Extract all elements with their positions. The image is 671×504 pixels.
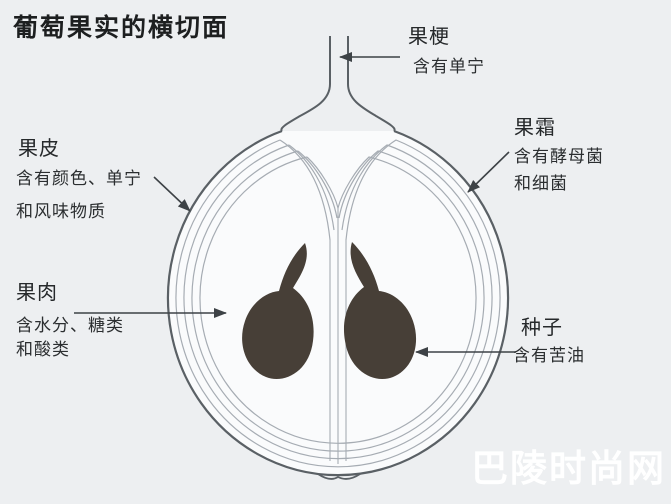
stem-label: 果梗 (408, 24, 450, 48)
central-channel-lines (329, 208, 347, 464)
inner-skin-layers (175, 139, 501, 468)
bottom-suture-bump (317, 473, 361, 480)
bloom-description-line2: 和细菌 (514, 174, 568, 194)
skin-arrow (153, 176, 191, 212)
bloom-description-line1: 含有酵母菌 (514, 147, 604, 167)
skin-label: 果皮 (18, 136, 60, 160)
page-title: 葡萄果实的横切面 (13, 13, 230, 42)
site-watermark: 巴陵时尚网 (471, 447, 666, 490)
flesh-description-line2: 和酸类 (16, 340, 70, 360)
skin-description-line1: 含有颜色、单宁 (16, 169, 142, 189)
right-seed-shape (343, 242, 417, 380)
flesh-label: 果肉 (16, 280, 58, 304)
outer-skin-line (166, 129, 510, 477)
bloom-label: 果霜 (514, 115, 556, 139)
bloom-arrow (467, 151, 510, 193)
left-seed-shape (242, 243, 314, 380)
stem-outline (280, 36, 396, 132)
seed-description: 含有苦油 (513, 346, 585, 366)
flesh-description-line1: 含水分、糖类 (16, 316, 124, 336)
seeds (242, 242, 417, 380)
stem-description: 含有单宁 (413, 57, 485, 77)
skin-description-line2: 和风味物质 (16, 202, 106, 222)
annotation-arrows (74, 52, 516, 357)
stem-fill (281, 36, 395, 131)
seed-label: 种子 (521, 315, 563, 339)
